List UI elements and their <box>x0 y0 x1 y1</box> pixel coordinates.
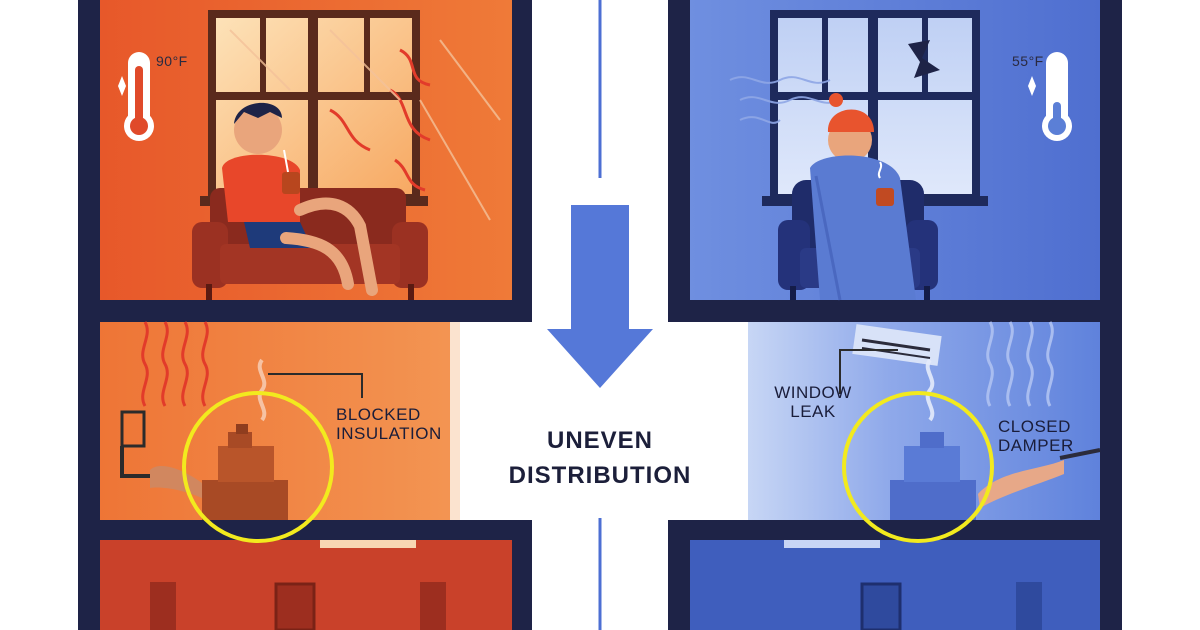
cold-person <box>810 93 916 301</box>
closed-damper-line1: CLOSED <box>998 417 1071 436</box>
hot-callout-line <box>268 373 363 398</box>
hot-thermometer-icon <box>118 52 154 141</box>
relaxed-person <box>222 102 378 296</box>
blocked-insulation-line1: BLOCKED <box>336 405 421 424</box>
title-line1: UNEVEN <box>546 427 654 454</box>
window-leak-line2: LEAK <box>790 401 836 421</box>
hot-highlight-circle <box>182 391 334 543</box>
heat-waves <box>141 321 209 407</box>
broken-glass-icon <box>908 40 940 78</box>
cold-thermometer-icon <box>1028 52 1072 141</box>
cold-temperature-label: 55°F <box>1012 53 1044 69</box>
down-arrow-icon <box>547 205 653 388</box>
hot-temperature-label: 90°F <box>156 53 188 69</box>
uneven-distribution-title: UNEVEN DISTRIBUTION <box>490 424 710 494</box>
window-leak-label: WINDOW LEAK <box>770 383 856 421</box>
cold-furnace <box>890 358 1101 520</box>
hot-furnace <box>120 358 288 520</box>
closed-damper-line2: DAMPER <box>998 435 1074 455</box>
window-leak-line1: WINDOW <box>774 383 852 402</box>
blocked-insulation-label: BLOCKED INSULATION <box>336 405 442 443</box>
cold-waves <box>986 321 1054 407</box>
closed-damper-label: CLOSED DAMPER <box>998 417 1074 455</box>
blocked-insulation-line2: INSULATION <box>336 423 442 443</box>
cold-callout-line <box>839 349 898 394</box>
title-line2: DISTRIBUTION <box>508 461 692 489</box>
cold-highlight-circle <box>842 391 994 543</box>
